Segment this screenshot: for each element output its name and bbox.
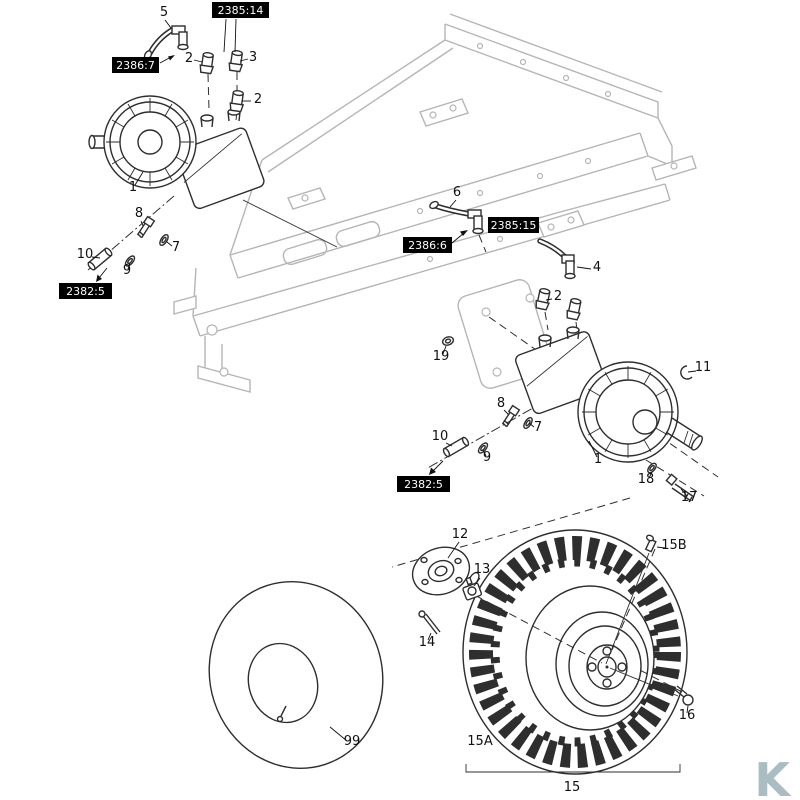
bolt-17 (665, 473, 695, 503)
brand-watermark-logo: K (754, 753, 792, 800)
fitting-2-mid (229, 90, 245, 113)
callout-2-right: 2 (554, 289, 562, 304)
ref-box-2382-5-left[interactable]: 2382:5 (59, 283, 112, 299)
ref-box-2382-5-right-label: 2382:5 (404, 478, 443, 491)
cotter-pin-14 (418, 610, 441, 635)
callout-10-right: 10 (432, 429, 449, 444)
ref-box-2385-14[interactable]: 2385:14 (212, 2, 269, 18)
ref-box-2386-6[interactable]: 2386:6 (403, 237, 452, 253)
callout-11: 11 (695, 360, 712, 375)
callout-4: 4 (593, 260, 601, 275)
callout-labels: 5 2 3 2 1 8 7 9 10 6 4 2 19 11 1 8 7 9 1… (77, 5, 712, 795)
callout-5: 5 (160, 5, 168, 20)
elbow-fitting-4 (561, 254, 576, 280)
fitting-right-lower (566, 298, 582, 321)
callout-99: 99 (344, 734, 361, 749)
fitting-2-right (535, 288, 551, 311)
ref-box-2382-5-right[interactable]: 2382:5 (397, 476, 450, 492)
hose-6 (429, 200, 484, 235)
hydraulic-motor-left (88, 95, 265, 210)
callout-19: 19 (433, 349, 450, 364)
callout-17: 17 (681, 490, 698, 505)
ref-boxes: 2385:14 2386:7 2386:6 2385:15 2382:5 238… (59, 2, 539, 492)
ref-box-2385-15-label: 2385:15 (491, 219, 537, 232)
callout-9-left: 9 (123, 263, 131, 278)
ref-box-2386-7-label: 2386:7 (116, 59, 155, 72)
elbow-fitting-6 (467, 209, 484, 235)
wheel-rim (555, 611, 649, 717)
lug-bolt-16 (673, 685, 694, 706)
washer-18 (647, 462, 657, 474)
callout-15B: 15B (661, 538, 686, 553)
bolt-8-right (501, 404, 521, 428)
callout-2-top: 2 (185, 51, 193, 66)
valve-stem-15B (644, 534, 657, 553)
ref-box-2385-15[interactable]: 2385:15 (488, 217, 539, 233)
callout-7-left: 7 (172, 240, 180, 255)
tire-15 (462, 529, 688, 775)
spacer-10-left (87, 247, 113, 271)
fasteners-right (441, 336, 695, 503)
spacer-10-right (442, 436, 470, 458)
callout-15: 15 (564, 780, 581, 795)
elbow-fitting-5 (171, 25, 189, 51)
callout-3: 3 (249, 50, 257, 65)
fitting-2-top (199, 52, 215, 75)
hydraulic-motor-right (515, 326, 703, 463)
ref-box-2382-5-left-label: 2382:5 (66, 285, 105, 298)
callout-1-right: 1 (594, 452, 602, 467)
callout-14: 14 (419, 635, 436, 650)
ref-box-2386-6-label: 2386:6 (408, 239, 447, 252)
callout-9-right: 9 (483, 450, 491, 465)
callout-12: 12 (452, 527, 469, 542)
callout-13: 13 (474, 562, 491, 577)
bolt-8-left (136, 215, 156, 239)
callout-15A: 15A (467, 734, 493, 749)
fasteners-left (87, 215, 169, 271)
ref-box-2385-14-label: 2385:14 (218, 4, 264, 17)
bearing-13 (462, 576, 483, 601)
motor-body-right (577, 361, 703, 463)
callout-1-left: 1 (129, 180, 137, 195)
leader-lines (91, 18, 697, 742)
hose-5 (143, 25, 189, 60)
ref-box-2386-7[interactable]: 2386:7 (112, 57, 159, 73)
gearbox-left (175, 108, 265, 210)
callout-8-left: 8 (135, 206, 143, 221)
motor-body-left (88, 95, 197, 189)
callout-6: 6 (453, 185, 461, 200)
ring-19 (441, 336, 455, 346)
hose-4 (537, 238, 576, 280)
clip-11 (680, 365, 693, 380)
callout-8-right: 8 (497, 396, 505, 411)
inner-tube-99 (208, 581, 384, 769)
motor-shaft (665, 417, 703, 451)
callout-7-right: 7 (534, 420, 542, 435)
callout-18: 18 (638, 472, 655, 487)
callout-16: 16 (679, 708, 696, 723)
callout-2-mid: 2 (254, 92, 262, 107)
callout-10-left: 10 (77, 247, 94, 262)
dimension-bracket-15 (465, 764, 681, 773)
